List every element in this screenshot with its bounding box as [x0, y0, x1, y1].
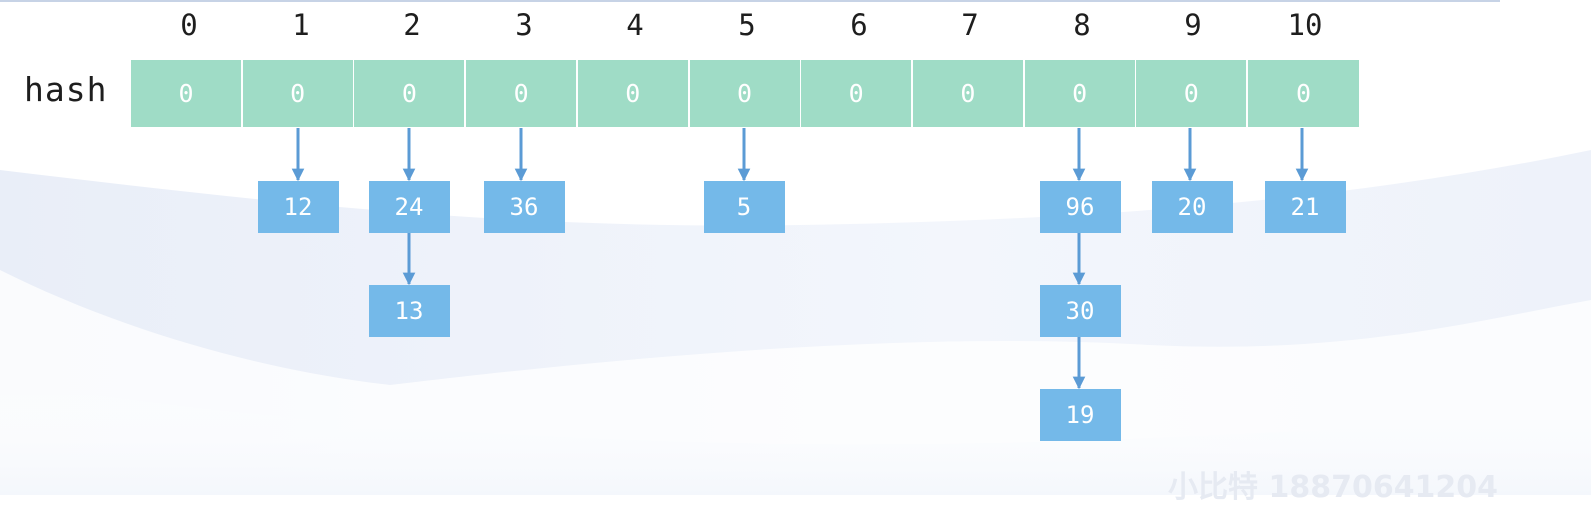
index-label-5: 5	[738, 8, 756, 42]
chain-node-5: 5	[703, 181, 785, 233]
index-label-8: 8	[1073, 8, 1091, 42]
hash-cell-8: 0	[1024, 60, 1136, 127]
chain-node-96: 96	[1039, 181, 1121, 233]
chain-node-30: 30	[1039, 285, 1121, 337]
hash-cell-6: 0	[801, 60, 913, 127]
chain-node-13: 13	[368, 285, 450, 337]
index-label-10: 10	[1287, 8, 1323, 42]
hash-cell-7: 0	[912, 60, 1024, 127]
chain-node-24: 24	[368, 181, 450, 233]
index-label-2: 2	[403, 8, 421, 42]
index-label-4: 4	[626, 8, 644, 42]
chain-node-21: 21	[1264, 181, 1346, 233]
hash-cell-9: 0	[1136, 60, 1248, 127]
index-label-9: 9	[1184, 8, 1202, 42]
hash-cell-3: 0	[466, 60, 578, 127]
index-label-3: 3	[515, 8, 533, 42]
hash-cell-5: 0	[689, 60, 801, 127]
chain-node-36: 36	[483, 181, 565, 233]
hash-cell-10: 0	[1248, 60, 1359, 127]
index-label-0: 0	[180, 8, 198, 42]
chain-node-20: 20	[1151, 181, 1233, 233]
chain-node-12: 12	[257, 181, 339, 233]
hash-cell-0: 0	[131, 60, 242, 127]
background-wave	[0, 150, 1591, 495]
index-label-1: 1	[292, 8, 310, 42]
index-label-6: 6	[850, 8, 868, 42]
chain-node-19: 19	[1039, 389, 1121, 441]
hash-cell-4: 0	[577, 60, 689, 127]
index-label-7: 7	[961, 8, 979, 42]
hash-row-label: hash	[24, 70, 108, 109]
watermark: 小比特 18870641204	[1168, 470, 1499, 505]
hash-cell-1: 0	[242, 60, 354, 127]
hash-cell-2: 0	[354, 60, 466, 127]
top-rule	[0, 0, 1500, 2]
